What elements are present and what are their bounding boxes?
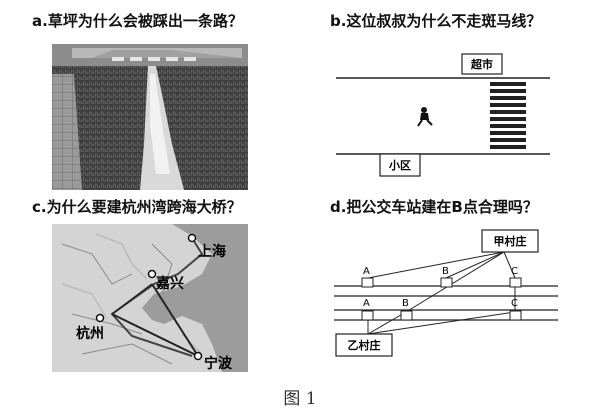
stop-b-lower <box>400 310 413 321</box>
hangzhou-bay-map: 上海 嘉兴 杭州 宁波 <box>52 224 248 372</box>
stop-c-upper-label: C <box>511 266 518 277</box>
shanghai-label: 上海 <box>198 243 226 260</box>
caption-b: b.这位叔叔为什么不走斑马线？ <box>330 12 542 30</box>
stop-b-lower-label: B <box>402 298 409 309</box>
stop-c-upper <box>509 277 522 288</box>
zebra-crossing-diagram: 超市 小区 <box>336 53 550 177</box>
route-lines <box>367 251 516 335</box>
community-label: 小区 <box>388 158 411 172</box>
caption-c: c.为什么要建杭州湾跨海大桥？ <box>32 198 242 216</box>
walking-man-icon <box>417 107 433 127</box>
bus-stop-diagram: 甲村庄 乙村庄 A B C A B C <box>334 229 558 357</box>
figure-caption: 图 1 <box>283 389 317 409</box>
lawn-path-photo <box>52 44 248 190</box>
shanghai-marker <box>187 233 197 243</box>
paver-stones <box>112 57 196 61</box>
hangzhou-label: 杭州 <box>76 325 104 342</box>
caption-a: a.草坪为什么会被踩出一条路？ <box>32 12 243 30</box>
road-route <box>110 237 204 357</box>
supermarket-box <box>461 53 503 75</box>
stop-b-upper <box>440 277 453 288</box>
supermarket-label: 超市 <box>470 57 493 71</box>
stop-a-upper-label: A <box>363 266 370 277</box>
hangzhou-marker <box>95 313 105 323</box>
village-jia-label: 甲村庄 <box>494 234 527 248</box>
ningbo-label: 宁波 <box>204 355 233 372</box>
cross-sea-bridge <box>151 283 199 357</box>
stop-a-upper <box>361 277 374 288</box>
stop-b-upper-label: B <box>442 266 449 277</box>
ningbo-marker <box>193 351 203 361</box>
caption-d: d.把公交车站建在B点合理吗？ <box>330 198 538 216</box>
jiaxing-marker <box>147 269 157 279</box>
stop-a-lower-label: A <box>363 298 370 309</box>
stop-c-lower <box>509 310 522 321</box>
zebra-stripes <box>490 82 526 149</box>
stop-a-lower <box>361 310 374 321</box>
stop-c-lower-label: C <box>511 298 518 309</box>
sea-area <box>142 224 248 372</box>
village-jia-box <box>481 229 539 253</box>
village-yi-box <box>335 333 393 357</box>
jiaxing-label: 嘉兴 <box>155 275 184 292</box>
village-yi-label: 乙村庄 <box>348 338 381 352</box>
community-box <box>379 153 421 177</box>
